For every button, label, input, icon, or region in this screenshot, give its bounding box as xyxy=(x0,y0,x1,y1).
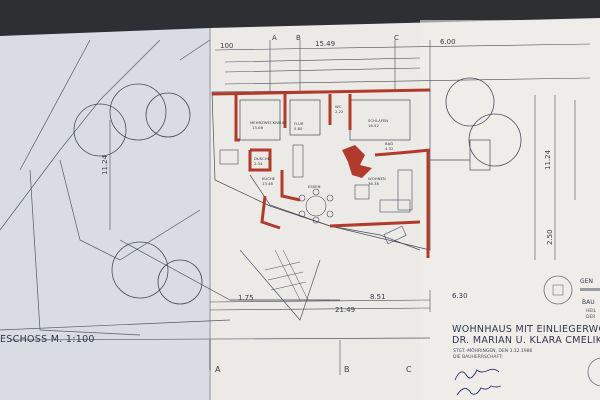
trees xyxy=(73,77,522,305)
room-wohnen: WOHNEN xyxy=(368,176,386,181)
dim-top-right: 6.00 xyxy=(440,38,456,46)
svg-text:5.80: 5.80 xyxy=(294,126,303,131)
svg-text:36.38: 36.38 xyxy=(368,181,379,186)
room-dusche: DUSCHE xyxy=(254,156,271,161)
section-marker-a-bottom: A xyxy=(215,365,221,374)
stamp-text-1: GEN xyxy=(580,278,593,285)
section-marker-b-top: B xyxy=(296,34,301,42)
stamp2-text-2: DER xyxy=(586,314,595,320)
room-schlafen: SCHLAFEN xyxy=(368,118,388,123)
dim-left-vertical: 11.24 xyxy=(101,154,109,175)
place-date: STGT.-MÖHRINGEN, DEN 3.12.1986 xyxy=(453,347,533,354)
svg-text:2.22: 2.22 xyxy=(335,109,344,114)
signatures xyxy=(454,368,502,396)
svg-text:13.08: 13.08 xyxy=(252,125,263,130)
dim-top-total: 15.49 xyxy=(315,40,335,48)
dim-bottom-total: 21.49 xyxy=(335,306,355,314)
room-labels: MEHRZWECKRAUM 13.08 FLUR 5.80 WC 2.22 SC… xyxy=(250,104,394,189)
left-page xyxy=(0,28,210,400)
room-kueche: KÜCHE xyxy=(262,176,276,181)
dim-bottom-right: 6.30 xyxy=(452,292,468,300)
dim-bottom-left: 1.75 xyxy=(238,294,254,302)
furniture xyxy=(219,144,413,245)
stamp2-text-1: HEIL xyxy=(586,308,597,314)
room-bad: BAD xyxy=(385,141,393,146)
title-line-1: WOHNHAUS MIT EINLIEGERWOHNUN xyxy=(452,324,600,335)
room-essen: ESSEN xyxy=(308,184,321,189)
top-dimension-lines xyxy=(214,40,591,92)
client-label: DIE BAUHERRSCHAFT: xyxy=(453,354,503,360)
section-marker-a-top: A xyxy=(272,34,277,42)
room-flur: FLUR xyxy=(294,121,304,126)
section-marker-c-bottom: C xyxy=(406,365,412,374)
site-lines xyxy=(0,39,431,341)
title-line-2: DR. MARIAN U. KLARA CMELIK, xyxy=(452,335,600,346)
stamp-seal xyxy=(543,275,573,305)
bottom-dimension-lines xyxy=(209,290,431,375)
section-marker-b-bottom: B xyxy=(344,365,350,374)
fireplace xyxy=(342,145,372,178)
room-wc: WC xyxy=(335,104,342,109)
svg-text:4.32: 4.32 xyxy=(385,146,394,151)
stairs xyxy=(264,249,309,301)
stamp-text-2: BAU xyxy=(582,299,595,306)
dim-bottom-mid: 8.51 xyxy=(370,293,386,301)
stamp-seal-2 xyxy=(587,357,600,387)
dim-right-lower: 2.50 xyxy=(546,229,554,245)
svg-text:13.48: 13.48 xyxy=(262,181,273,186)
svg-text:16.52: 16.52 xyxy=(368,123,379,128)
dim-right-total: 11.24 xyxy=(544,149,552,170)
exterior-walls xyxy=(211,88,431,258)
svg-text:2.34: 2.34 xyxy=(254,161,263,166)
dim-top-left: 100 xyxy=(220,42,233,50)
right-dimension-lines xyxy=(109,95,576,260)
floor-scale-label: ESCHOSS M. 1:100 xyxy=(0,334,95,345)
room-mehrzweckraum: MEHRZWECKRAUM xyxy=(250,120,286,125)
section-marker-c-top: C xyxy=(394,34,399,42)
